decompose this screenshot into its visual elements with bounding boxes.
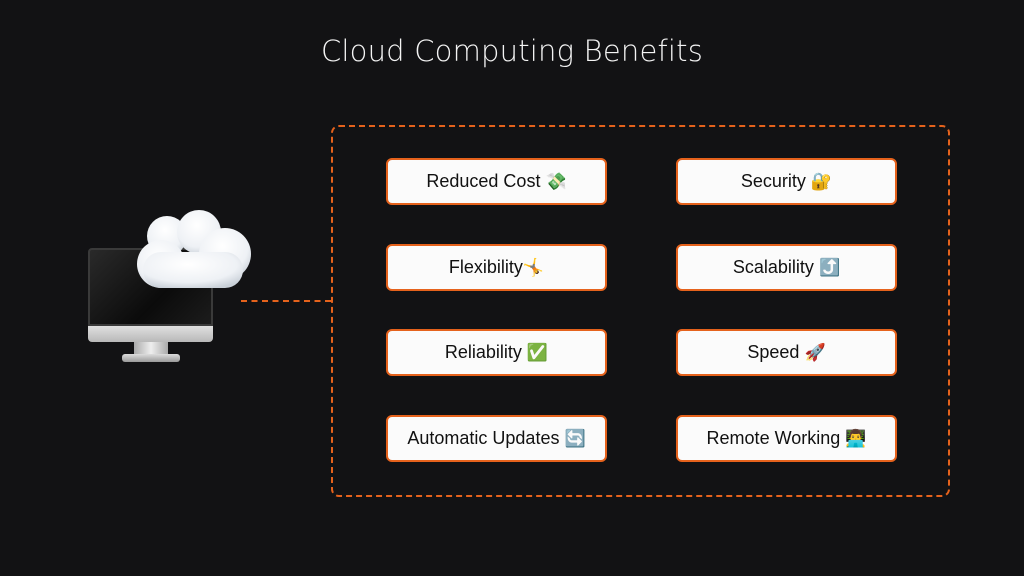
benefit-label: Flexibility	[448, 257, 523, 277]
benefit-label: Automatic Updates	[407, 428, 560, 448]
monitor-foot	[122, 354, 180, 362]
lock-with-key-icon: 🔐	[810, 171, 833, 191]
benefit-reduced-cost[interactable]: Reduced Cost 💸	[386, 158, 607, 205]
benefit-flexibility[interactable]: Flexibility 🤸	[386, 244, 607, 291]
monitor-stand	[134, 342, 168, 356]
benefit-speed[interactable]: Speed 🚀	[676, 329, 897, 376]
benefit-security[interactable]: Security 🔐	[676, 158, 897, 205]
benefit-label: Scalability	[732, 257, 814, 277]
refresh-icon: 🔄	[564, 428, 586, 448]
benefit-label: Reliability	[444, 342, 522, 362]
benefits-frame	[331, 125, 950, 497]
benefit-reliability[interactable]: Reliability ✅	[386, 329, 607, 376]
cloud-icon	[137, 210, 251, 288]
benefit-remote-working[interactable]: Remote Working 👨‍💻	[676, 415, 897, 462]
rocket-icon: 🚀	[804, 342, 826, 362]
cartwheel-icon: 🤸	[522, 257, 545, 277]
arrow-up-right-icon: ⤴️	[818, 257, 841, 277]
benefit-label: Remote Working	[706, 428, 841, 448]
check-mark-icon: ✅	[526, 342, 549, 362]
benefit-scalability[interactable]: Scalability ⤴️	[676, 244, 897, 291]
money-with-wings-icon: 💸	[545, 171, 567, 191]
benefit-automatic-updates[interactable]: Automatic Updates 🔄	[386, 415, 607, 462]
connector-line	[241, 300, 331, 302]
benefit-label: Security	[740, 171, 806, 191]
monitor-chin	[88, 326, 213, 342]
page-title: Cloud Computing Benefits	[320, 34, 704, 68]
benefit-label: Speed	[747, 342, 800, 362]
benefit-label: Reduced Cost	[426, 171, 541, 191]
person-laptop-icon: 👨‍💻	[845, 428, 867, 448]
